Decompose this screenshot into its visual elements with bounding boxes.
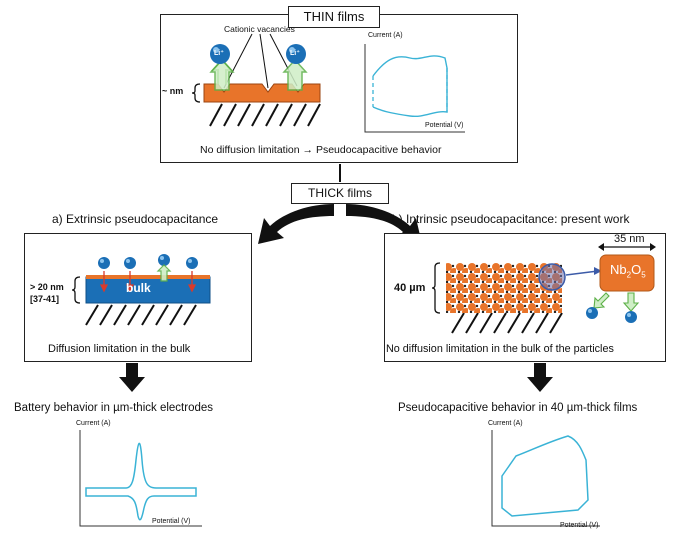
extrinsic-down-arrow bbox=[119, 363, 145, 392]
extrinsic-thickness: > 20 nm bbox=[30, 282, 64, 292]
thin-thickness-label: ~ nm bbox=[162, 86, 184, 96]
thick-films-title-box: THICK films bbox=[291, 183, 389, 204]
battery-cv-x-label: Potential (V) bbox=[152, 518, 191, 525]
thin-cv-x-label: Potential (V) bbox=[425, 122, 464, 129]
bulk-layer bbox=[85, 276, 211, 304]
nb2o5-sub2: 5 bbox=[641, 270, 646, 280]
thin-ion-1: Li⁺ bbox=[214, 50, 224, 57]
nb2o5-particle bbox=[599, 254, 655, 292]
nb2o5-o: O bbox=[631, 262, 642, 277]
extrinsic-illustration bbox=[71, 254, 211, 326]
ion-path-arrow-2 bbox=[282, 58, 308, 91]
intrinsic-title: b) Intrinsic pseudocapacitance: present … bbox=[392, 212, 630, 226]
pseudo-cv-chart bbox=[491, 430, 600, 527]
intrinsic-illustration bbox=[431, 243, 656, 334]
bulk-label: bulk bbox=[126, 281, 151, 295]
intrinsic-down-arrow bbox=[527, 363, 553, 392]
intrinsic-thickness: 40 µm bbox=[394, 282, 426, 294]
battery-cv-chart bbox=[79, 430, 202, 527]
vacancy-label: Cationic vacancies bbox=[224, 24, 295, 34]
extrinsic-caption: Diffusion limitation in the bulk bbox=[48, 343, 191, 355]
particle-size-label: 35 nm bbox=[614, 233, 645, 245]
pseudo-cv-y-label: Current (A) bbox=[488, 420, 523, 427]
thin-cv-y-label: Current (A) bbox=[368, 32, 403, 39]
nb2o5-nb: Nb bbox=[610, 262, 627, 277]
extrinsic-title: a) Extrinsic pseudocapacitance bbox=[52, 212, 219, 226]
pseudo-cv-x-label: Potential (V) bbox=[560, 522, 599, 529]
thin-films-title: THIN films bbox=[303, 9, 365, 24]
nb2o5-sub1: 2 bbox=[626, 270, 632, 280]
nb2o5-label: Nb2O5 bbox=[610, 262, 646, 280]
extrinsic-result: Battery behavior in µm-thick electrodes bbox=[14, 402, 214, 414]
battery-cv-curve bbox=[85, 442, 197, 521]
battery-cv-y-label: Current (A) bbox=[76, 420, 111, 427]
thin-caption: No diffusion limitation → Pseudocapaciti… bbox=[200, 144, 442, 156]
thin-cv-curve bbox=[372, 55, 448, 118]
ion-path-arrow-1 bbox=[209, 58, 235, 91]
pseudo-cv-curve bbox=[501, 435, 589, 517]
intrinsic-result: Pseudocapacitive behavior in 40 µm-thick… bbox=[398, 402, 638, 414]
intrinsic-caption: No diffusion limitation in the bulk of t… bbox=[386, 343, 614, 355]
thin-film-illustration bbox=[191, 33, 465, 133]
thin-films-title-box: THIN films bbox=[288, 6, 380, 28]
extrinsic-ref: [37-41] bbox=[30, 294, 60, 304]
thin-ion-2: Li⁺ bbox=[290, 50, 300, 57]
thick-films-title: THICK films bbox=[308, 186, 372, 200]
